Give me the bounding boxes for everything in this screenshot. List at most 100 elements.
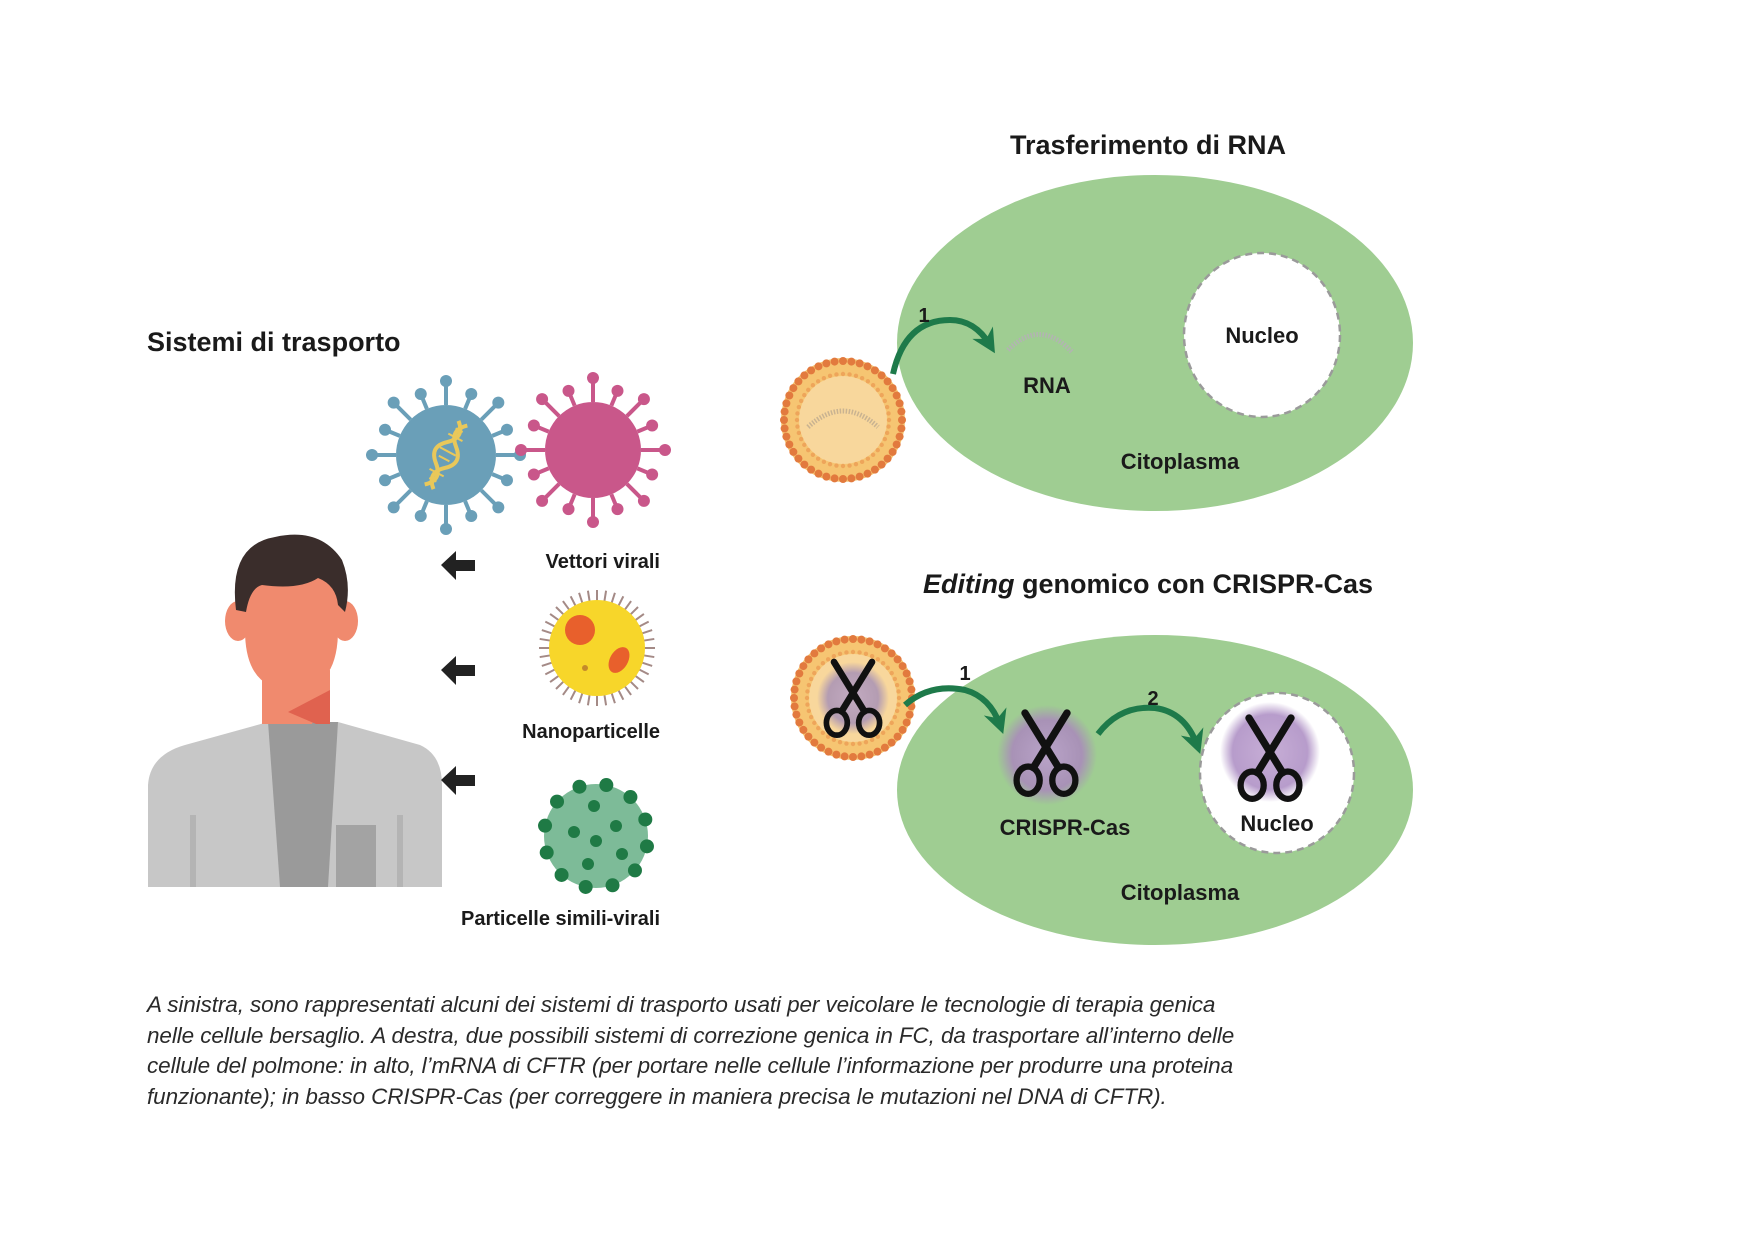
lipid-head: [898, 416, 906, 424]
virus-spike-tip: [414, 388, 427, 401]
nanoparticle-ligand: [549, 613, 561, 622]
nanoparticle-cargo: [608, 647, 630, 673]
lipid-head: [790, 685, 799, 694]
virus-spike-tip: [440, 375, 452, 387]
lipid-head: [780, 416, 788, 424]
lipid-head-inner: [812, 670, 817, 676]
viral-vector-icon-blue: [366, 375, 526, 535]
nanoparticle-ligand: [633, 674, 645, 683]
lipid-head: [799, 662, 808, 671]
lipid-head-inner: [889, 720, 894, 726]
lipid-head-inner: [884, 430, 890, 436]
lipid-head: [800, 460, 809, 469]
nanoparticle-ligand: [555, 679, 566, 690]
lipid-head-inner: [892, 714, 898, 720]
nanoparticle-ligand: [623, 684, 632, 696]
lipid-head: [839, 357, 847, 365]
step-1-label-top: 1: [918, 305, 929, 327]
lipid-head: [880, 644, 889, 653]
lipid-head-inner: [805, 702, 810, 707]
lipid-head: [800, 371, 809, 380]
lipid-head: [807, 366, 816, 375]
left-panel-title: Sistemi di trasporto: [147, 327, 401, 357]
lipid-head: [905, 677, 914, 686]
lipid-head-inner: [850, 649, 856, 655]
lipid-head: [893, 655, 902, 664]
lipid-head-inner: [804, 695, 810, 701]
lipid-head-inner: [831, 653, 837, 659]
lipid-head-inner: [795, 411, 800, 416]
lipid-head: [840, 752, 849, 761]
nanoparticle-ligand: [642, 637, 655, 642]
virus-spike-tip: [611, 503, 624, 516]
lipid-head: [849, 635, 857, 643]
scissors-handle: [1237, 768, 1267, 802]
lipid-head: [898, 662, 907, 671]
coat-seam: [190, 815, 196, 887]
lipid-head: [795, 718, 804, 727]
lipid-head-inner: [840, 463, 846, 469]
lipid-head-inner: [808, 714, 814, 720]
lipid-head: [782, 432, 791, 441]
lipid-head: [873, 747, 882, 756]
nanoparticle-dot: [582, 665, 588, 671]
lipid-head-inner: [869, 737, 875, 743]
lipid-head-inner: [880, 661, 886, 666]
virus-spike-tip: [500, 474, 513, 487]
caption-line: nelle cellule bersaglio. A destra, due p…: [147, 1022, 1235, 1048]
lipid-head: [847, 357, 856, 366]
lipid-head-inner: [875, 387, 880, 393]
caption-line: A sinistra, sono rappresentati alcuni de…: [147, 992, 1216, 1017]
lipid-head-inner: [821, 375, 827, 381]
scissors-handle: [823, 707, 851, 739]
lipid-head-inner: [850, 741, 856, 747]
lipid-head: [892, 440, 901, 449]
lipid-head: [883, 377, 892, 386]
nanoparticle-ligand: [586, 693, 591, 706]
lipid-head-inner: [820, 730, 826, 735]
lipid-head: [807, 465, 816, 474]
lipid-head: [897, 407, 906, 416]
scissors-handle: [855, 707, 883, 739]
lipid-head-inner: [882, 398, 888, 404]
nanoparticle-ligand: [562, 600, 571, 612]
nanoparticle-core: [549, 600, 645, 696]
virus-spike-tip: [536, 393, 549, 406]
lipid-head-inner: [796, 430, 802, 436]
lipid-head: [789, 384, 798, 393]
figure-caption: A sinistra, sono rappresentati alcuni de…: [147, 990, 1477, 1112]
patient-figure: [148, 534, 442, 887]
lipid-head: [817, 644, 826, 653]
lipid-head: [795, 669, 804, 678]
virus-spike-tip: [637, 494, 650, 507]
lipid-head: [888, 384, 897, 393]
lipid-head-inner: [896, 689, 901, 694]
caption-line: funzionante); in basso CRISPR-Cas (per c…: [147, 1083, 1167, 1109]
lipid-head: [840, 635, 849, 644]
lipid-head: [814, 362, 823, 371]
lipid-head: [863, 362, 872, 371]
lipid-head-inner: [820, 661, 826, 666]
nanoparticle-ligand: [628, 679, 639, 690]
step-2-label: 2: [1147, 688, 1158, 710]
lipid-head: [887, 649, 896, 658]
scissors-blade: [1245, 714, 1287, 777]
virus-spike-tip: [562, 503, 575, 516]
lipid-head-inner: [863, 651, 869, 657]
virus-spike-tip: [527, 468, 540, 481]
lipid-head-inner: [837, 651, 843, 657]
lipid-head: [810, 649, 819, 658]
lipid-head-inner: [796, 404, 802, 410]
lipid-head-inner: [875, 447, 880, 453]
bottom-title-italic: Editing: [923, 569, 1015, 599]
lipid-head-inner: [805, 689, 810, 694]
lipid-head-inner: [894, 682, 900, 688]
lipid-head-inner: [896, 695, 902, 701]
scissors-icon: [1237, 714, 1303, 802]
rna-strand-icon: [1006, 332, 1074, 354]
lipid-head-inner: [857, 650, 862, 655]
vlp-surface-protein: [610, 820, 622, 832]
lipid-head: [792, 710, 801, 719]
lipid-head: [857, 752, 866, 761]
delivery-arrows: [441, 551, 475, 795]
